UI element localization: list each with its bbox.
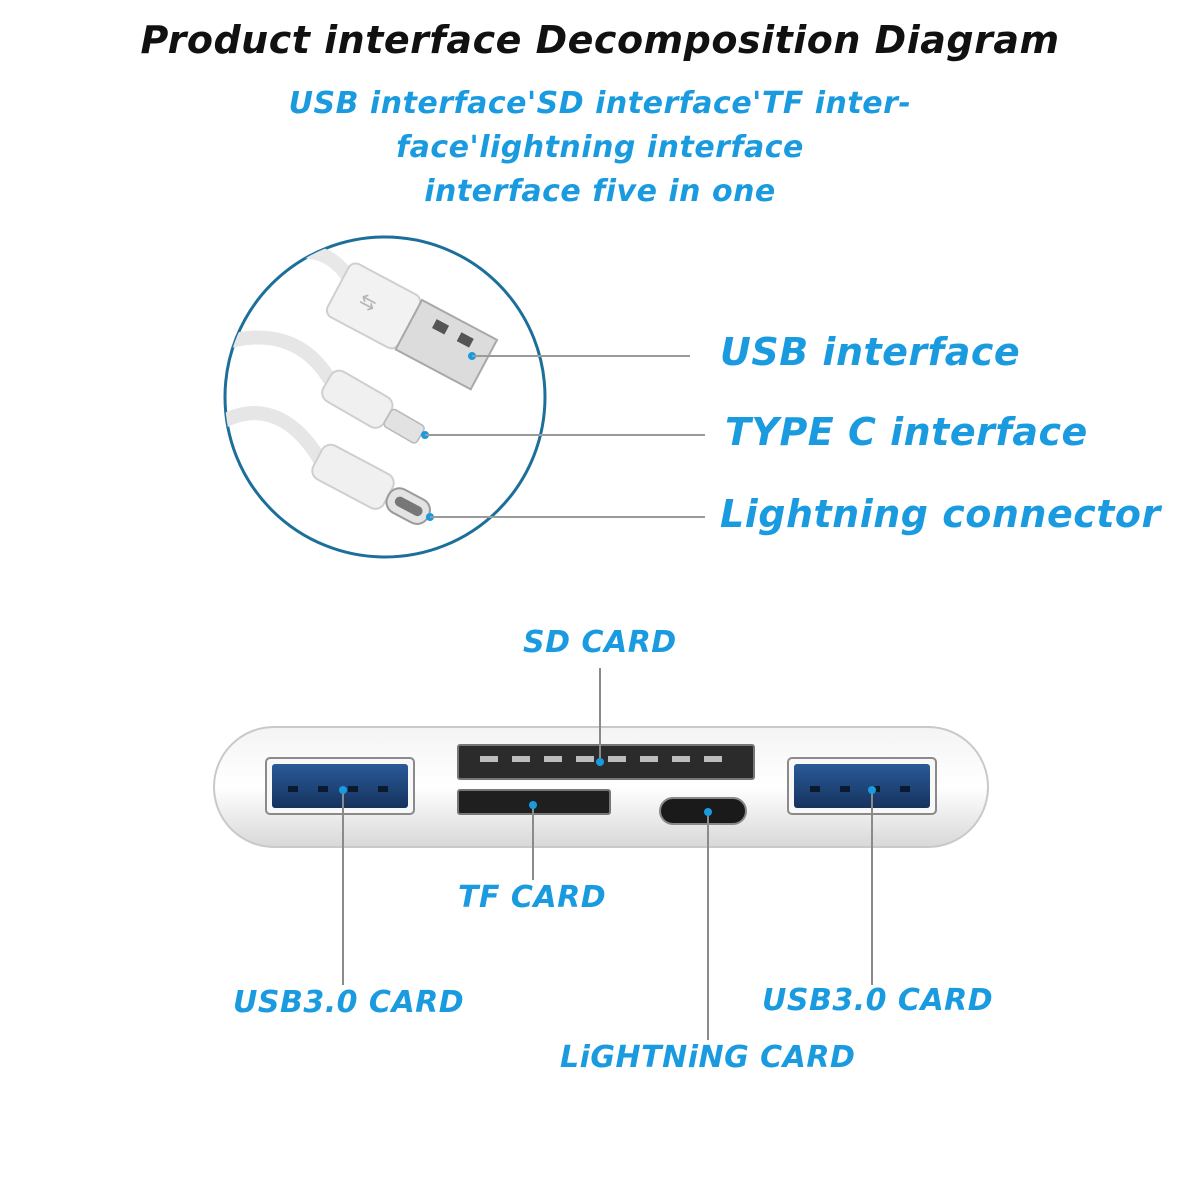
type-c-interface-label: TYPE C interface (725, 410, 1088, 454)
sd-pointer-dot (596, 758, 604, 766)
usb-left-card-label: USB3.0 CARD (233, 985, 465, 1020)
hub-device (213, 726, 989, 848)
usb-interface-label: USB interface (720, 330, 1021, 374)
subtitle-line-2: face'lightning interface (396, 130, 804, 165)
usb-right-card-label: USB3.0 CARD (762, 983, 994, 1018)
tf-pointer-dot (529, 801, 537, 809)
lightning-cable (225, 330, 336, 384)
lightning-connector-label: Lightning connector (720, 492, 1161, 536)
lightning-port (659, 797, 747, 825)
usb-port-right-inner (794, 764, 930, 808)
cable-closeup: ⇆ (223, 235, 705, 559)
sd-card-label: SD CARD (523, 625, 677, 660)
lightning-card-pointer-dot (704, 808, 712, 816)
hub-leader-lines (339, 668, 876, 1040)
type-c-cable (225, 406, 327, 464)
usb-a-plug: ⇆ (325, 262, 499, 391)
lightning-plug (321, 369, 425, 444)
subtitle-line-3: interface five in one (424, 174, 776, 209)
usb-port-left-inner (272, 764, 408, 808)
tf-card-label: TF CARD (458, 880, 607, 915)
sd-card-slot (457, 744, 755, 780)
diagram-title: Product interface Decomposition Diagram (140, 18, 1060, 62)
usb-left-pointer-dot (339, 786, 347, 794)
subtitle-line-1: USB interface'SD interface'TF inter- (288, 86, 912, 121)
usb-right-pointer-dot (868, 786, 876, 794)
lightning-card-label: LiGHTNiNG CARD (560, 1040, 856, 1075)
